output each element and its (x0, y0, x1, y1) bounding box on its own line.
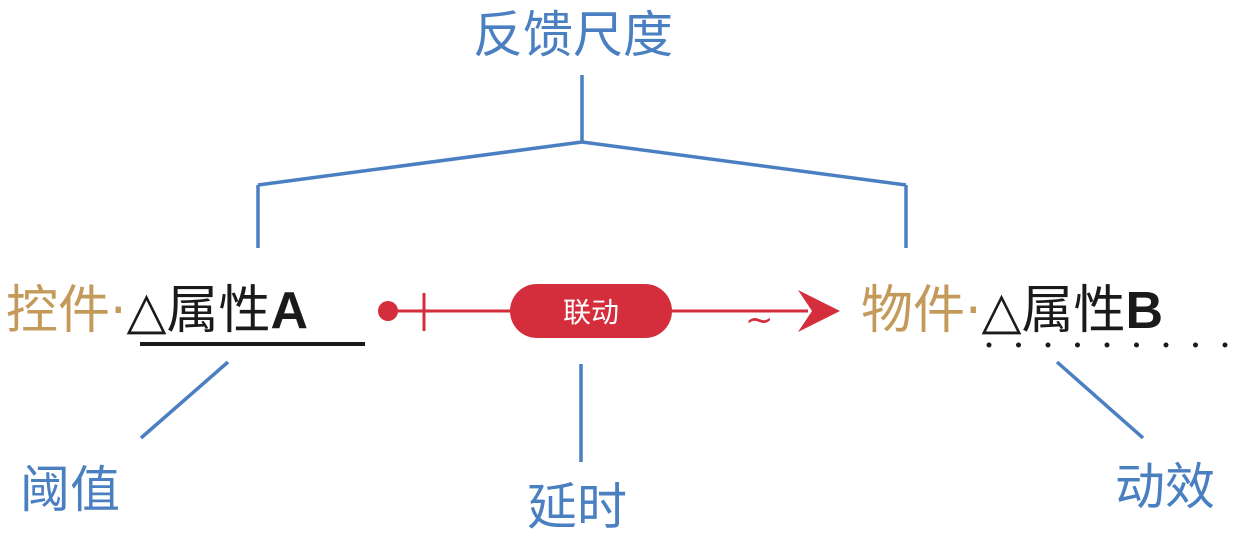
object-prefix: 物件· (861, 281, 982, 341)
feedback-bracket (256, 75, 908, 248)
property-name: 属性 (166, 281, 271, 341)
property-letter: A (270, 282, 309, 340)
threshold-connector (139, 360, 230, 440)
property-name: 属性 (1021, 281, 1126, 341)
link-label: 联动 (562, 296, 619, 329)
property-letter: B (1125, 282, 1164, 340)
control-property-a: 控件· △ 属性 A (6, 285, 308, 337)
object-property-b: 物件· △ 属性 B (861, 285, 1163, 337)
threshold-label: 阈值 (20, 461, 120, 519)
delay-label: 延时 (527, 478, 627, 536)
link-pill: 联动 (510, 284, 672, 338)
delta-symbol: △ (981, 281, 1022, 341)
animation-label: 动效 (1115, 458, 1215, 516)
link-tilde: ~ (745, 300, 774, 340)
control-prefix: 控件· (6, 281, 127, 341)
delta-symbol: △ (126, 281, 167, 341)
animation-connector (1055, 360, 1145, 440)
feedback-scale-label: 反馈尺度 (473, 6, 673, 64)
